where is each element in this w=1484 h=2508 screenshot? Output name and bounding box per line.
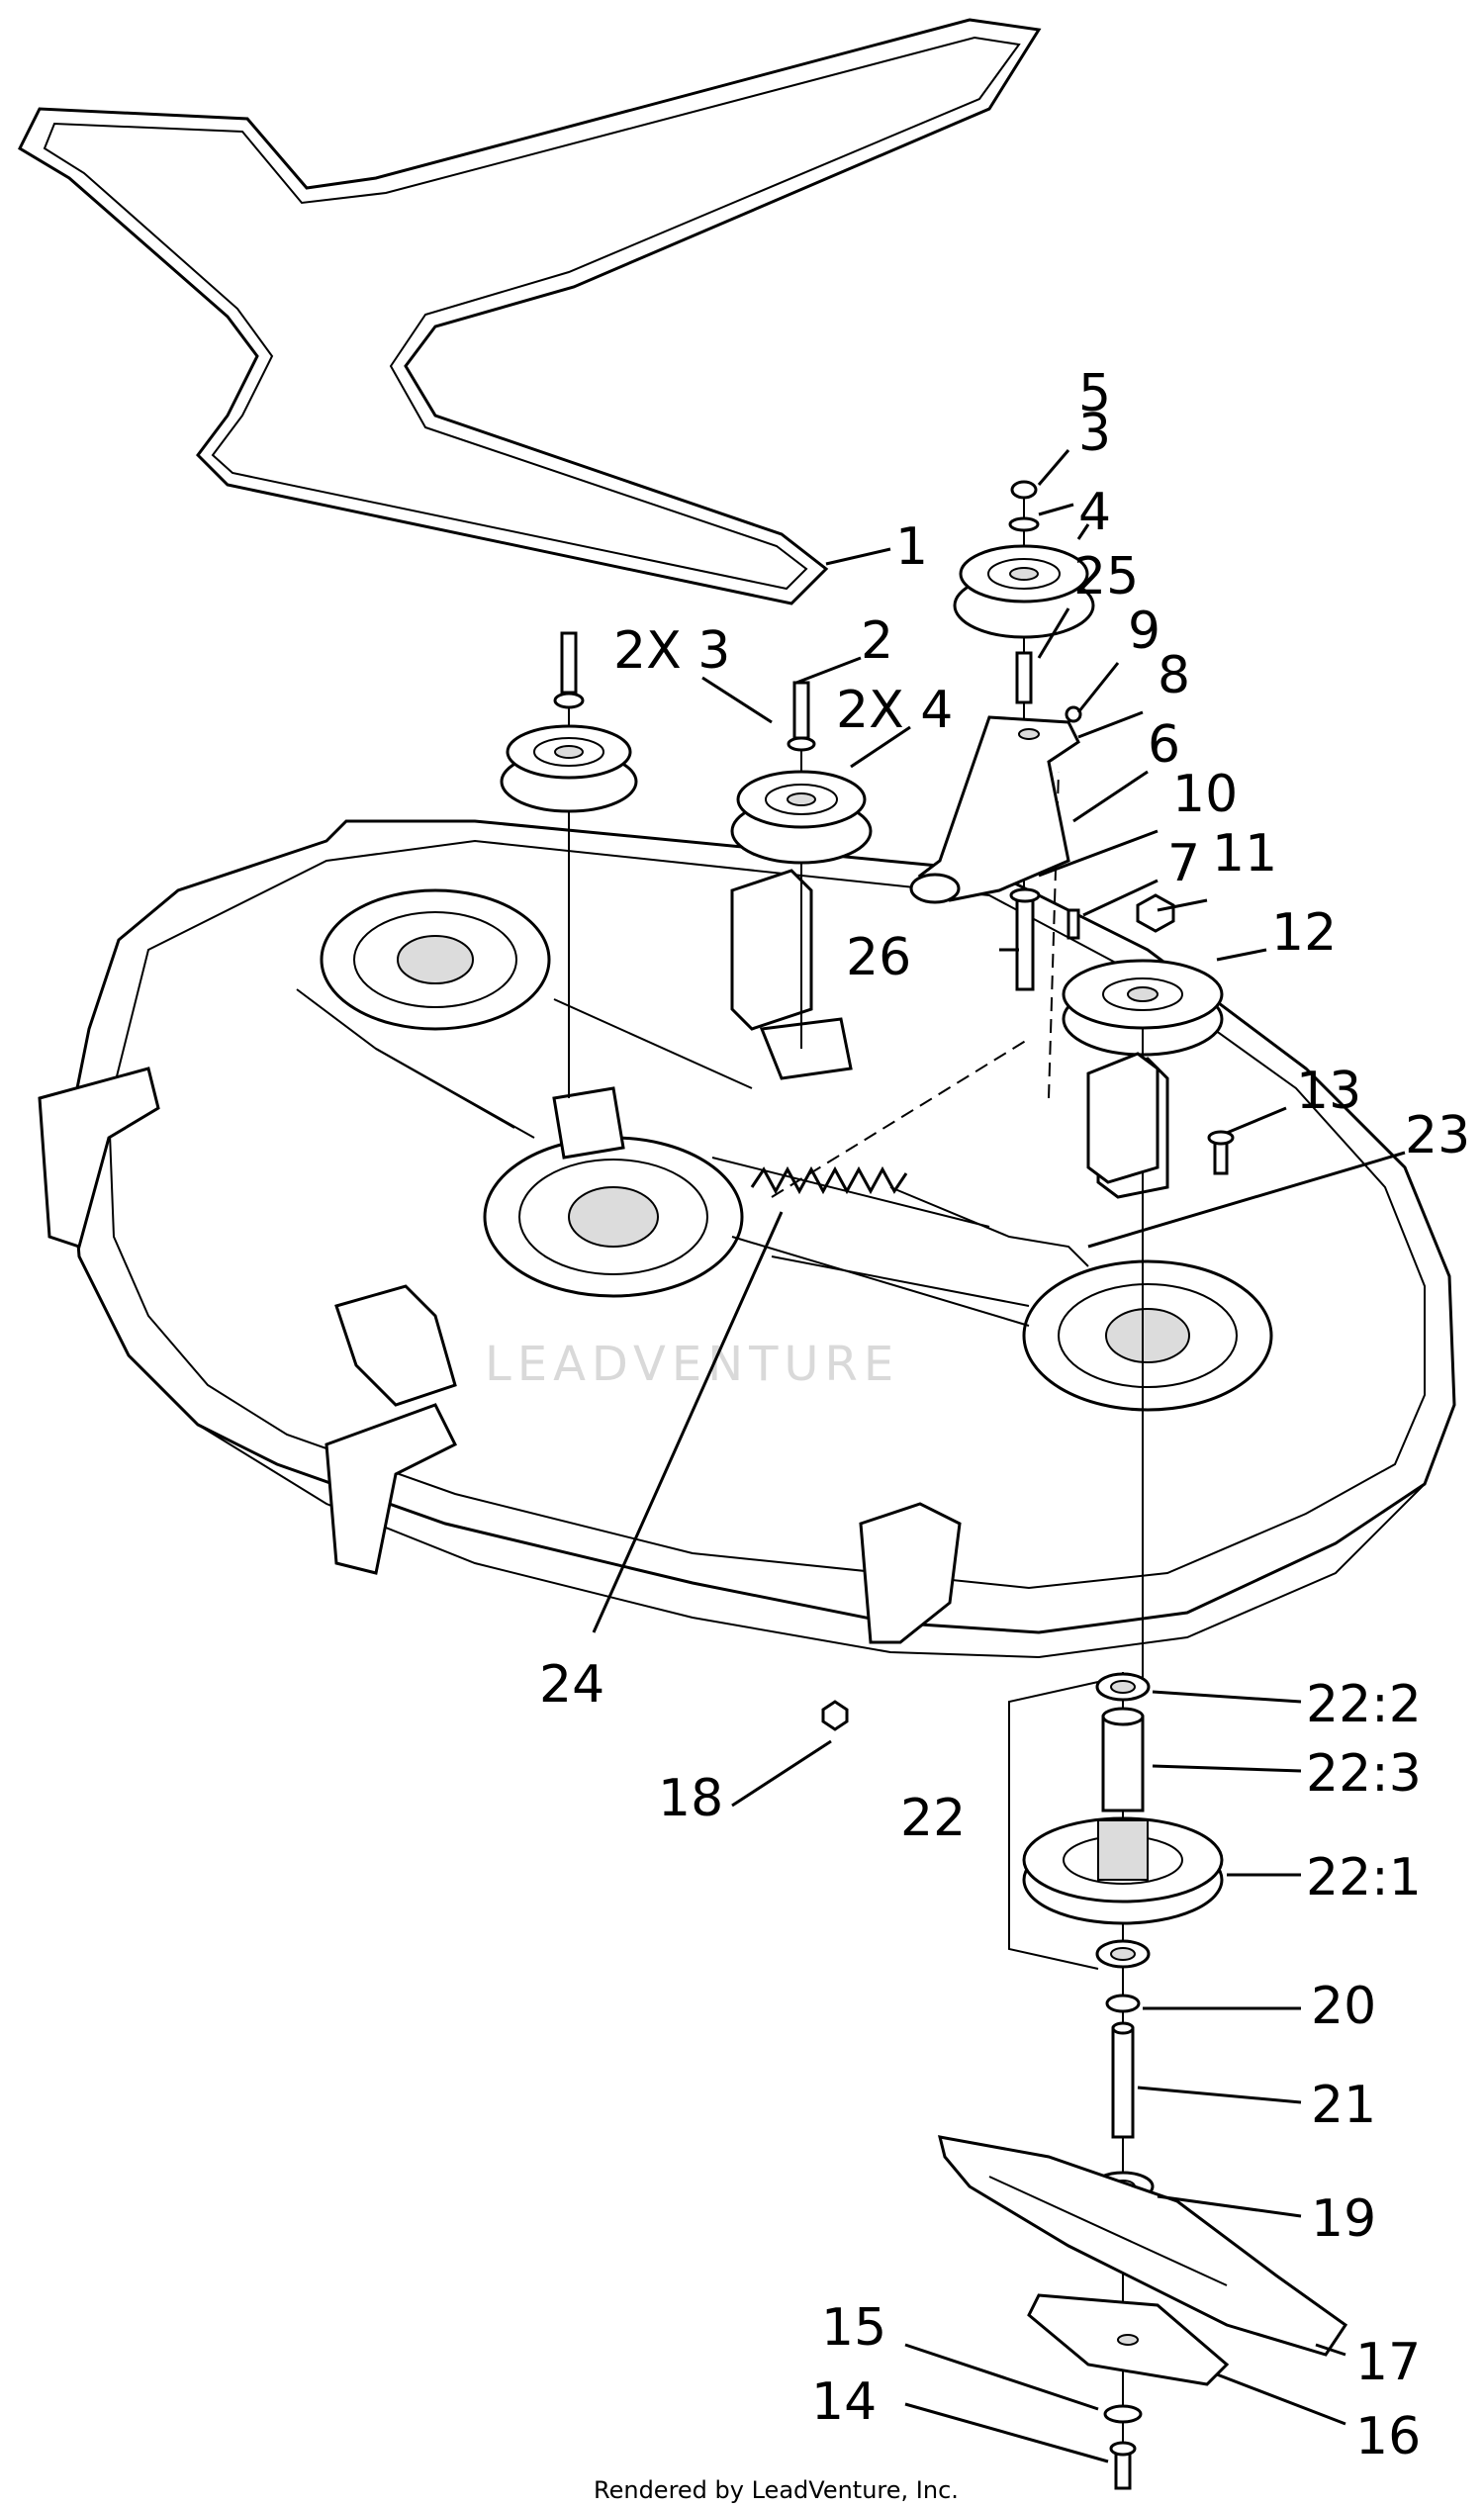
callout-21: 21: [1311, 2076, 1376, 2135]
idler-arm: [909, 705, 1082, 991]
left-idler-pulley-assembly: [500, 631, 638, 1098]
callout-15: 15: [821, 2298, 886, 2358]
callout-22-3: 22:3: [1306, 1744, 1422, 1804]
spindle-pulley: [1062, 893, 1224, 1682]
callout-24: 24: [539, 1655, 604, 1715]
callout-10: 10: [1172, 765, 1238, 824]
leader-lines: [592, 449, 1406, 2463]
callout-25: 25: [1073, 547, 1139, 606]
callout-2x4: 2X 4: [836, 681, 953, 740]
callout-5: 5: [1078, 364, 1111, 423]
cutting-blade: [937, 2135, 1348, 2357]
callout-20: 20: [1311, 1977, 1376, 2036]
callout-2x3: 2X 3: [613, 621, 730, 681]
mower-deck: [38, 771, 1456, 1659]
blade-stiffener: [1027, 2293, 1230, 2386]
callout-9: 9: [1128, 602, 1160, 661]
drive-belt: [18, 18, 1042, 605]
callout-1: 1: [895, 517, 928, 577]
callout-18: 18: [658, 1769, 723, 1828]
callout-19: 19: [1311, 2189, 1376, 2249]
callout-17: 17: [1355, 2333, 1421, 2392]
callout-3: 3: [1078, 404, 1111, 463]
callout-2: 2: [861, 611, 893, 671]
callout-26: 26: [846, 928, 911, 987]
callout-11: 11: [1212, 824, 1277, 883]
callout-22-2: 22:2: [1306, 1675, 1422, 1734]
blade-washer-bolt: [1103, 2404, 1143, 2490]
belt-guide-bracket: [1086, 1052, 1159, 1184]
nut-18: [821, 1700, 849, 1731]
callout-23: 23: [1405, 1106, 1470, 1165]
callout-16: 16: [1355, 2407, 1421, 2466]
callout-8: 8: [1158, 646, 1190, 705]
callout-6: 6: [1148, 715, 1180, 775]
callout-labels: 1 2 2X 3 2X 4 3 4 5 6 7 8 9 10 11 12 13 …: [539, 364, 1470, 2466]
upper-idler-pulley-assembly: [953, 480, 1095, 979]
bolt-13: [1207, 1130, 1235, 1175]
callout-12: 12: [1271, 903, 1337, 963]
callout-4: 4: [1078, 483, 1111, 542]
credit-text: Rendered by LeadVenture, Inc.: [594, 2476, 959, 2504]
center-idler-pulley-assembly: [730, 681, 873, 1049]
callout-22: 22: [900, 1789, 966, 1848]
callout-14: 14: [811, 2372, 877, 2432]
callout-13: 13: [1296, 1062, 1361, 1121]
spindle-assembly: [1008, 1672, 1224, 2473]
callout-7: 7: [1167, 834, 1200, 893]
watermark-text: LEADVENTURE: [485, 1337, 899, 1392]
callout-22-1: 22:1: [1306, 1848, 1422, 1907]
